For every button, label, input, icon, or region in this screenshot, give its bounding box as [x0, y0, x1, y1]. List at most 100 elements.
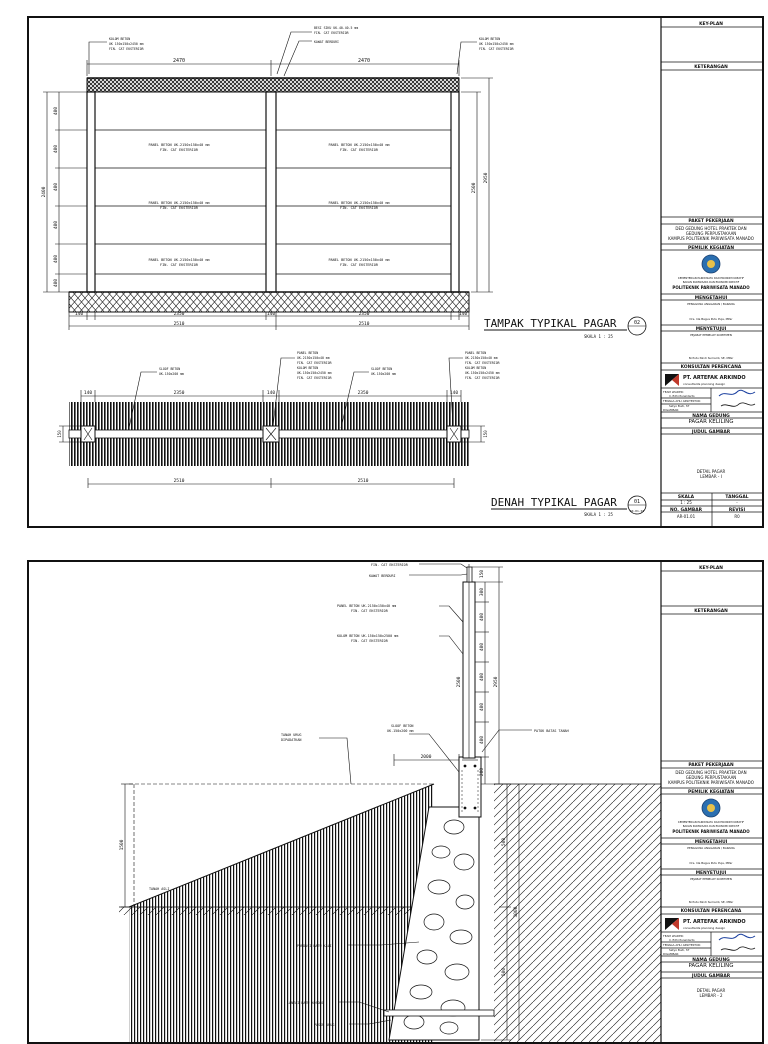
tb-no-gambar: NO. GAMBAR — [670, 507, 703, 513]
svg-text:FIN. CAT EKSTERIOR: FIN. CAT EKSTERIOR — [314, 31, 349, 35]
svg-text:FIN. CAT EKSTERIOR: FIN. CAT EKSTERIOR — [351, 609, 389, 613]
svg-text:UK.150x200 mm: UK.150x200 mm — [371, 372, 396, 376]
svg-text:TENAGA AHLI ARSITEKTUR:: TENAGA AHLI ARSITEKTUR: — [662, 399, 701, 403]
svg-text:FIN. CAT EKSTERIOR: FIN. CAT EKSTERIOR — [340, 148, 379, 152]
tb-gedung: PAGAR KELILING — [688, 419, 733, 425]
plan-dim-side: 150 — [57, 430, 62, 438]
svg-text:FIN. CAT EKSTERIOR: FIN. CAT EKSTERIOR — [351, 639, 389, 643]
svg-text:200: 200 — [479, 768, 485, 776]
svg-text:PANEL BETON UK.2150x150x40 mm: PANEL BETON UK.2150x150x40 mm — [328, 258, 389, 262]
svg-text:Drs. Ida Bagus Putu Puja, MPar: Drs. Ida Bagus Putu Puja, MPar — [690, 861, 734, 865]
svg-text:PANEL BETON UK.2150x150x40 mm: PANEL BETON UK.2150x150x40 mm — [148, 201, 209, 205]
svg-text:TEAM LEADER:: TEAM LEADER: — [662, 390, 684, 394]
svg-text:KETERANGAN: KETERANGAN — [694, 608, 728, 614]
svg-text:400: 400 — [53, 221, 59, 229]
svg-text:1 : 25: 1 : 25 — [680, 500, 692, 505]
plan-callout-sloof: SLOOF BETON — [159, 367, 180, 371]
sheet1-drawing: PANEL BETON UK.2150x150x40 mm FIN. CAT E… — [41, 18, 762, 526]
svg-text:KAMPUS POLITEKNIK PARIWISATA M: KAMPUS POLITEKNIK PARIWISATA MANADO — [668, 780, 754, 785]
tb-revisi: REVISI — [729, 507, 746, 513]
title-block-1: KEY-PLAN KETERANGAN PAKET PEKERJAAN PEMI… — [660, 18, 762, 526]
svg-text:UK.150x150x2450 mm: UK.150x150x2450 mm — [465, 371, 500, 375]
svg-text:consultants planning design: consultants planning design — [683, 382, 725, 386]
svg-text:PEJABAT PEMBUAT KOMITMEN: PEJABAT PEMBUAT KOMITMEN — [690, 333, 732, 337]
tb-mengetahui: MENGETAHUI — [695, 295, 728, 301]
svg-text:UK 150x150x2450 mm: UK 150x150x2450 mm — [479, 42, 514, 46]
callout-kolom-right: KOLOM BETON — [479, 37, 500, 41]
svg-text:FIN. CAT EKSTERIOR: FIN. CAT EKSTERIOR — [340, 206, 379, 210]
dim-overall: 2510 — [174, 321, 185, 327]
svg-text:PAGAR KELILING: PAGAR KELILING — [688, 963, 733, 969]
panel-label: PANEL BETON UK.2150x150x40 mm — [148, 143, 209, 147]
tb-konsultan: KONSULTAN PERENCANA — [681, 364, 742, 370]
svg-text:R0: R0 — [734, 514, 740, 519]
svg-text:300: 300 — [479, 588, 485, 596]
svg-text:FIN. CAT EKSTERIOR: FIN. CAT EKSTERIOR — [340, 263, 379, 267]
tb-company: PT. ARTEFAK ARKINDO — [683, 375, 746, 381]
callout-sloof: SLOOF BETON — [391, 724, 413, 728]
svg-text:150: 150 — [483, 430, 488, 438]
svg-text:140: 140 — [450, 390, 458, 396]
svg-text:NAMA GEDUNG: NAMA GEDUNG — [692, 957, 730, 963]
svg-text:400: 400 — [479, 736, 485, 744]
dim-left-total: 2400 — [41, 186, 47, 197]
svg-text:consultants planning design: consultants planning design — [683, 926, 725, 930]
svg-text:UK.150x150x2450 mm: UK.150x150x2450 mm — [297, 371, 332, 375]
svg-text:DETAIL PAGAR: DETAIL PAGAR — [697, 988, 726, 993]
column-left — [86, 91, 96, 293]
svg-text:UK 150x150x2450 mm: UK 150x150x2450 mm — [109, 42, 144, 46]
callout-pondasi: PONDASI BATU KALI — [297, 944, 332, 948]
signature-mark — [720, 402, 756, 407]
view-title-plan: DENAH TYPIKAL PAGAR — [491, 496, 617, 509]
title-block-2: KEY-PLAN KETERANGAN PAKET PEKERJAAN PEMI… — [660, 562, 762, 1042]
svg-text:140: 140 — [267, 311, 275, 317]
svg-text:TEAM LEADER:: TEAM LEADER: — [662, 934, 684, 938]
svg-text:2350: 2350 — [174, 390, 185, 396]
dim-right: 2950 — [483, 172, 489, 183]
svg-text:MENGETAHUI: MENGETAHUI — [695, 839, 728, 845]
svg-text:FIN. CAT EKSTERIOR: FIN. CAT EKSTERIOR — [160, 148, 199, 152]
ground-hatch — [68, 291, 470, 313]
svg-text:500: 500 — [501, 838, 507, 846]
svg-text:FIN. CAT EKSTERIOR: FIN. CAT EKSTERIOR — [465, 361, 500, 365]
tb-skala: SKALA — [678, 494, 695, 500]
tb-key-plan: KEY-PLAN — [699, 21, 723, 27]
dim-col: 150 — [479, 570, 485, 578]
svg-text:400: 400 — [479, 703, 485, 711]
svg-text:Drs. Ida Bagus Putu Puja, MPar: Drs. Ida Bagus Putu Puja, MPar — [690, 317, 734, 321]
plan-hatch-top — [69, 402, 469, 430]
signature-mark — [718, 389, 756, 397]
svg-text:MENYETUJUI: MENYETUJUI — [696, 870, 727, 876]
dim-found-v: 3000 — [513, 906, 519, 917]
svg-text:Setyo Budi, ST: Setyo Budi, ST — [669, 404, 690, 408]
svg-text:PENGGUNA ANGGARAN / BARANG: PENGGUNA ANGGARAN / BARANG — [687, 302, 734, 306]
svg-text:400: 400 — [479, 643, 485, 651]
view-scale-plan: SKALA 1 : 25 — [584, 512, 613, 517]
svg-text:AR-01.01: AR-01.01 — [630, 509, 645, 513]
signature-mark — [720, 946, 756, 951]
plan-hatch-bottom — [69, 438, 469, 466]
plan-dim-bottom: 2510 — [174, 478, 185, 484]
svg-text:FIN. CAT EKSTERIOR: FIN. CAT EKSTERIOR — [109, 47, 144, 51]
svg-text:PENGGUNA ANGGARAN / BARANG: PENGGUNA ANGGARAN / BARANG — [687, 846, 734, 850]
tanah-asli-hatch-left — [119, 907, 431, 915]
besi-siku — [466, 566, 473, 583]
sloof-beton — [458, 756, 482, 818]
svg-text:01: 01 — [634, 499, 640, 505]
svg-text:FIN. CAT EKSTERIOR: FIN. CAT EKSTERIOR — [160, 263, 199, 267]
svg-text:2510: 2510 — [359, 321, 370, 327]
callout-kawat: KAWAT BERDURI — [314, 40, 339, 44]
sheet2-drawing: FIN. CAT EKSTERIOR KAWAT BERDURI PANEL B… — [119, 562, 762, 1042]
svg-text:Ni Putu Nindi Sumardi, SE, MPa: Ni Putu Nindi Sumardi, SE, MPar — [689, 900, 734, 904]
svg-text:400: 400 — [53, 145, 59, 153]
svg-text:BADAN PARIWISATA DAN EKONOMI K: BADAN PARIWISATA DAN EKONOMI KREATIF — [683, 280, 740, 284]
svg-text:KEY-PLAN: KEY-PLAN — [699, 565, 723, 571]
svg-text:2510: 2510 — [358, 478, 369, 484]
tb-nama-gedung: NAMA GEDUNG — [692, 413, 730, 419]
callout-patok: PATOK BATAS TANAH — [534, 729, 569, 733]
plan-dim-top: 140 — [84, 390, 92, 396]
view-scale-front: SKALA 1 : 25 — [584, 334, 613, 339]
svg-text:PAKET PEKERJAAN: PAKET PEKERJAAN — [688, 762, 734, 768]
svg-text:UK.2150x150x40 mm: UK.2150x150x40 mm — [297, 356, 330, 360]
svg-text:PEMILIK KEGIATAN: PEMILIK KEGIATAN — [688, 789, 734, 795]
